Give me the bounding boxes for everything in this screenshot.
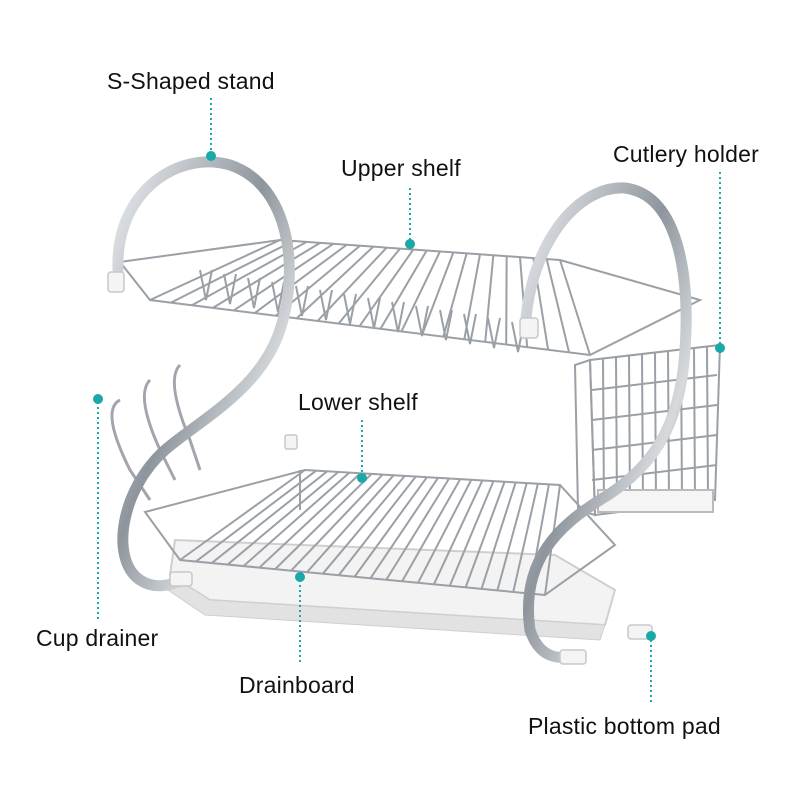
cutlery-wire <box>591 404 718 421</box>
upper-shelf <box>118 238 703 357</box>
label-plastic-bottom-pad: Plastic bottom pad <box>528 713 721 739</box>
lower-shelf <box>143 468 617 597</box>
label-cutlery-holder: Cutlery holder <box>613 141 759 167</box>
label-upper-shelf: Upper shelf <box>341 155 461 181</box>
plate-divider-wire <box>415 305 429 337</box>
cutlery-wire <box>706 346 709 499</box>
dot-drainboard <box>295 572 305 582</box>
plate-divider-wire <box>439 309 453 341</box>
plastic-bottom-pad <box>107 271 653 665</box>
label-drainboard: Drainboard <box>239 672 355 698</box>
dot-upper-shelf <box>405 239 415 249</box>
dot-cutlery <box>715 343 725 353</box>
plate-divider-wire <box>391 301 405 333</box>
label-s-shaped-stand: S-Shaped stand <box>107 68 275 94</box>
s-shaped-stand <box>112 156 692 663</box>
dot-lower-shelf <box>357 473 367 483</box>
label-cup-drainer: Cup drainer <box>36 625 159 651</box>
plate-divider-wire <box>223 273 237 305</box>
plate-divider-wire <box>367 297 381 329</box>
plate-divider-wire <box>247 277 261 309</box>
dot-bottom-pad <box>646 631 656 641</box>
plate-divider-wire <box>199 269 213 301</box>
cutlery-holder <box>573 343 722 517</box>
cutlery-wire <box>641 353 644 507</box>
plate-divider-wire <box>487 317 501 349</box>
dot-stand <box>206 151 216 161</box>
callout-leaders <box>93 98 725 705</box>
cutlery-wire <box>591 374 718 391</box>
plate-divider-wire <box>295 285 309 317</box>
cutlery-wire <box>693 347 696 501</box>
plate-divider-wire <box>463 313 477 345</box>
cutlery-wire <box>602 358 605 511</box>
plate-divider-wire <box>319 289 333 321</box>
plate-divider-wire <box>271 281 285 313</box>
dot-cup-drainer <box>93 394 103 404</box>
label-lower-shelf: Lower shelf <box>298 389 418 415</box>
plate-divider-wire <box>343 293 357 325</box>
cutlery-wire <box>654 352 657 505</box>
cutlery-wire <box>591 464 718 481</box>
